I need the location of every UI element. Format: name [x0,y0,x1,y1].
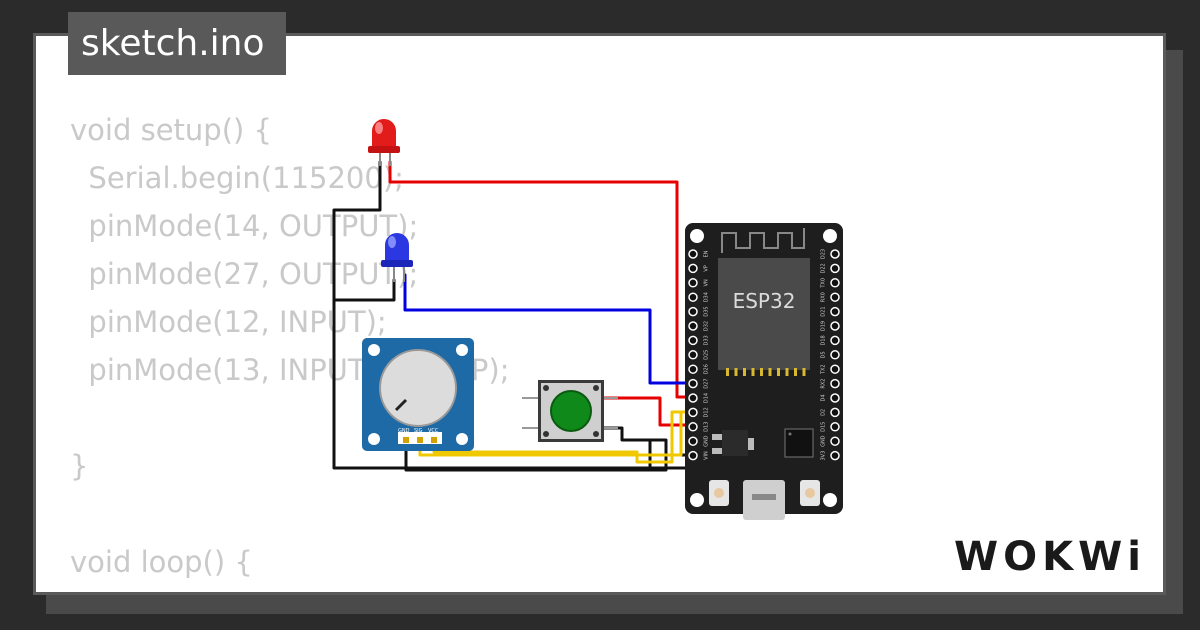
svg-text:GND: GND [704,435,710,447]
svg-text:VIN: VIN [704,451,710,460]
antenna-trace [721,228,805,253]
svg-text:D33: D33 [704,335,710,345]
svg-text:D27: D27 [704,378,710,388]
svg-text:EN: EN [704,250,710,257]
svg-text:D2: D2 [821,409,827,416]
svg-text:D32: D32 [704,321,710,331]
svg-text:D35: D35 [704,306,710,316]
pin-d13[interactable]: D13 [688,422,710,432]
board-name: ESP32 [733,289,796,313]
code-line: void setup() { [70,113,272,147]
pin-gnd[interactable]: GND [688,435,710,447]
pot-pin-gnd: GND [398,428,410,434]
wire-black-led-red [332,160,693,470]
svg-text:D26: D26 [704,364,710,374]
pin-d32[interactable]: D32 [688,321,710,331]
wire-black-button [601,426,652,472]
pin-d27[interactable]: D27 [688,378,710,389]
wire-black-gnd-bus [648,438,668,457]
svg-text:D22: D22 [821,263,827,273]
pin-d18[interactable]: D18 [821,335,840,346]
pin-d35[interactable]: D35 [688,306,710,317]
pot-pin-sig: SIG [414,428,423,434]
svg-text:D12: D12 [704,407,710,417]
svg-text:D19: D19 [821,321,827,331]
code-line: } [70,449,89,483]
svg-text:TX2: TX2 [821,364,827,375]
pushbutton[interactable] [522,380,618,442]
svg-text:VP: VP [704,265,710,271]
pin-d14[interactable]: D14 [688,393,710,403]
wire-blue-led [403,273,693,385]
wire-yellow-2 [432,410,683,464]
pin-d22[interactable]: D22 [821,263,840,274]
svg-text:D34: D34 [704,292,710,302]
potentiometer[interactable]: GND SIG VCC [362,338,474,451]
pot-pin-vcc: VCC [428,428,439,434]
pin-d2[interactable]: D2 [821,407,840,418]
pin-vin[interactable]: VIN [688,450,710,461]
svg-text:RX0: RX0 [821,292,827,302]
pin-d4[interactable]: D4 [821,393,840,403]
svg-text:D5: D5 [821,351,827,358]
code-line: Serial.begin(115200); [70,161,404,195]
svg-text:VN: VN [704,279,710,286]
wire-red-led [388,160,693,399]
pin-gnd[interactable]: GND [821,435,840,447]
button-cap [550,390,592,432]
preview-card: void setup() { Serial.begin(115200); pin… [33,33,1166,595]
svg-text:D23: D23 [821,249,827,259]
wokwi-logo: WOKWi [954,534,1146,580]
svg-text:D14: D14 [704,393,710,403]
svg-text:D25: D25 [704,350,710,360]
pot-knob-indicator [394,398,408,412]
code-line: pinMode(14, OUTPUT); [70,209,419,243]
pin-vn[interactable]: VN [688,278,710,288]
pin-3v3[interactable]: 3V3 [821,451,840,461]
esp32-module [718,258,810,370]
pin-d23[interactable]: D23 [821,249,840,259]
svg-text:TX0: TX0 [821,278,827,289]
svg-text:GND: GND [821,435,827,447]
svg-text:D13: D13 [704,422,710,432]
svg-text:D15: D15 [821,422,827,432]
esp32-board[interactable]: ESP32 ENVPVND34D35D32D33D25D26D27D14D12D… [685,223,843,520]
code-line: void loop() { [70,545,253,579]
pin-d34[interactable]: D34 [688,292,710,302]
led-red[interactable] [368,119,400,166]
pin-tx0[interactable]: TX0 [821,278,840,289]
pin-tx2[interactable]: TX2 [821,364,840,375]
pin-d26[interactable]: D26 [688,364,710,374]
led-blue[interactable] [381,233,413,282]
svg-text:RX2: RX2 [821,379,827,389]
svg-text:D4: D4 [821,394,827,401]
svg-text:D21: D21 [821,306,827,316]
pin-d15[interactable]: D15 [821,422,840,432]
svg-text:D18: D18 [821,335,827,345]
pin-d5[interactable]: D5 [821,350,840,360]
pin-d33[interactable]: D33 [688,335,710,346]
wire-black-led-blue [332,278,396,314]
pot-knob [379,349,457,427]
pin-d21[interactable]: D21 [821,306,840,317]
wire-red-button [601,396,693,427]
pin-d19[interactable]: D19 [821,321,840,331]
pin-rx0[interactable]: RX0 [821,292,840,302]
file-tab[interactable]: sketch.ino [68,12,286,75]
code-line: pinMode(27, OUTPUT); [70,257,419,291]
pin-vp[interactable]: VP [688,263,710,274]
pin-en[interactable]: EN [688,249,710,259]
pin-rx2[interactable]: RX2 [821,379,840,389]
pin-d12[interactable]: D12 [688,407,710,418]
svg-text:3V3: 3V3 [821,451,827,461]
pin-d25[interactable]: D25 [688,350,710,360]
